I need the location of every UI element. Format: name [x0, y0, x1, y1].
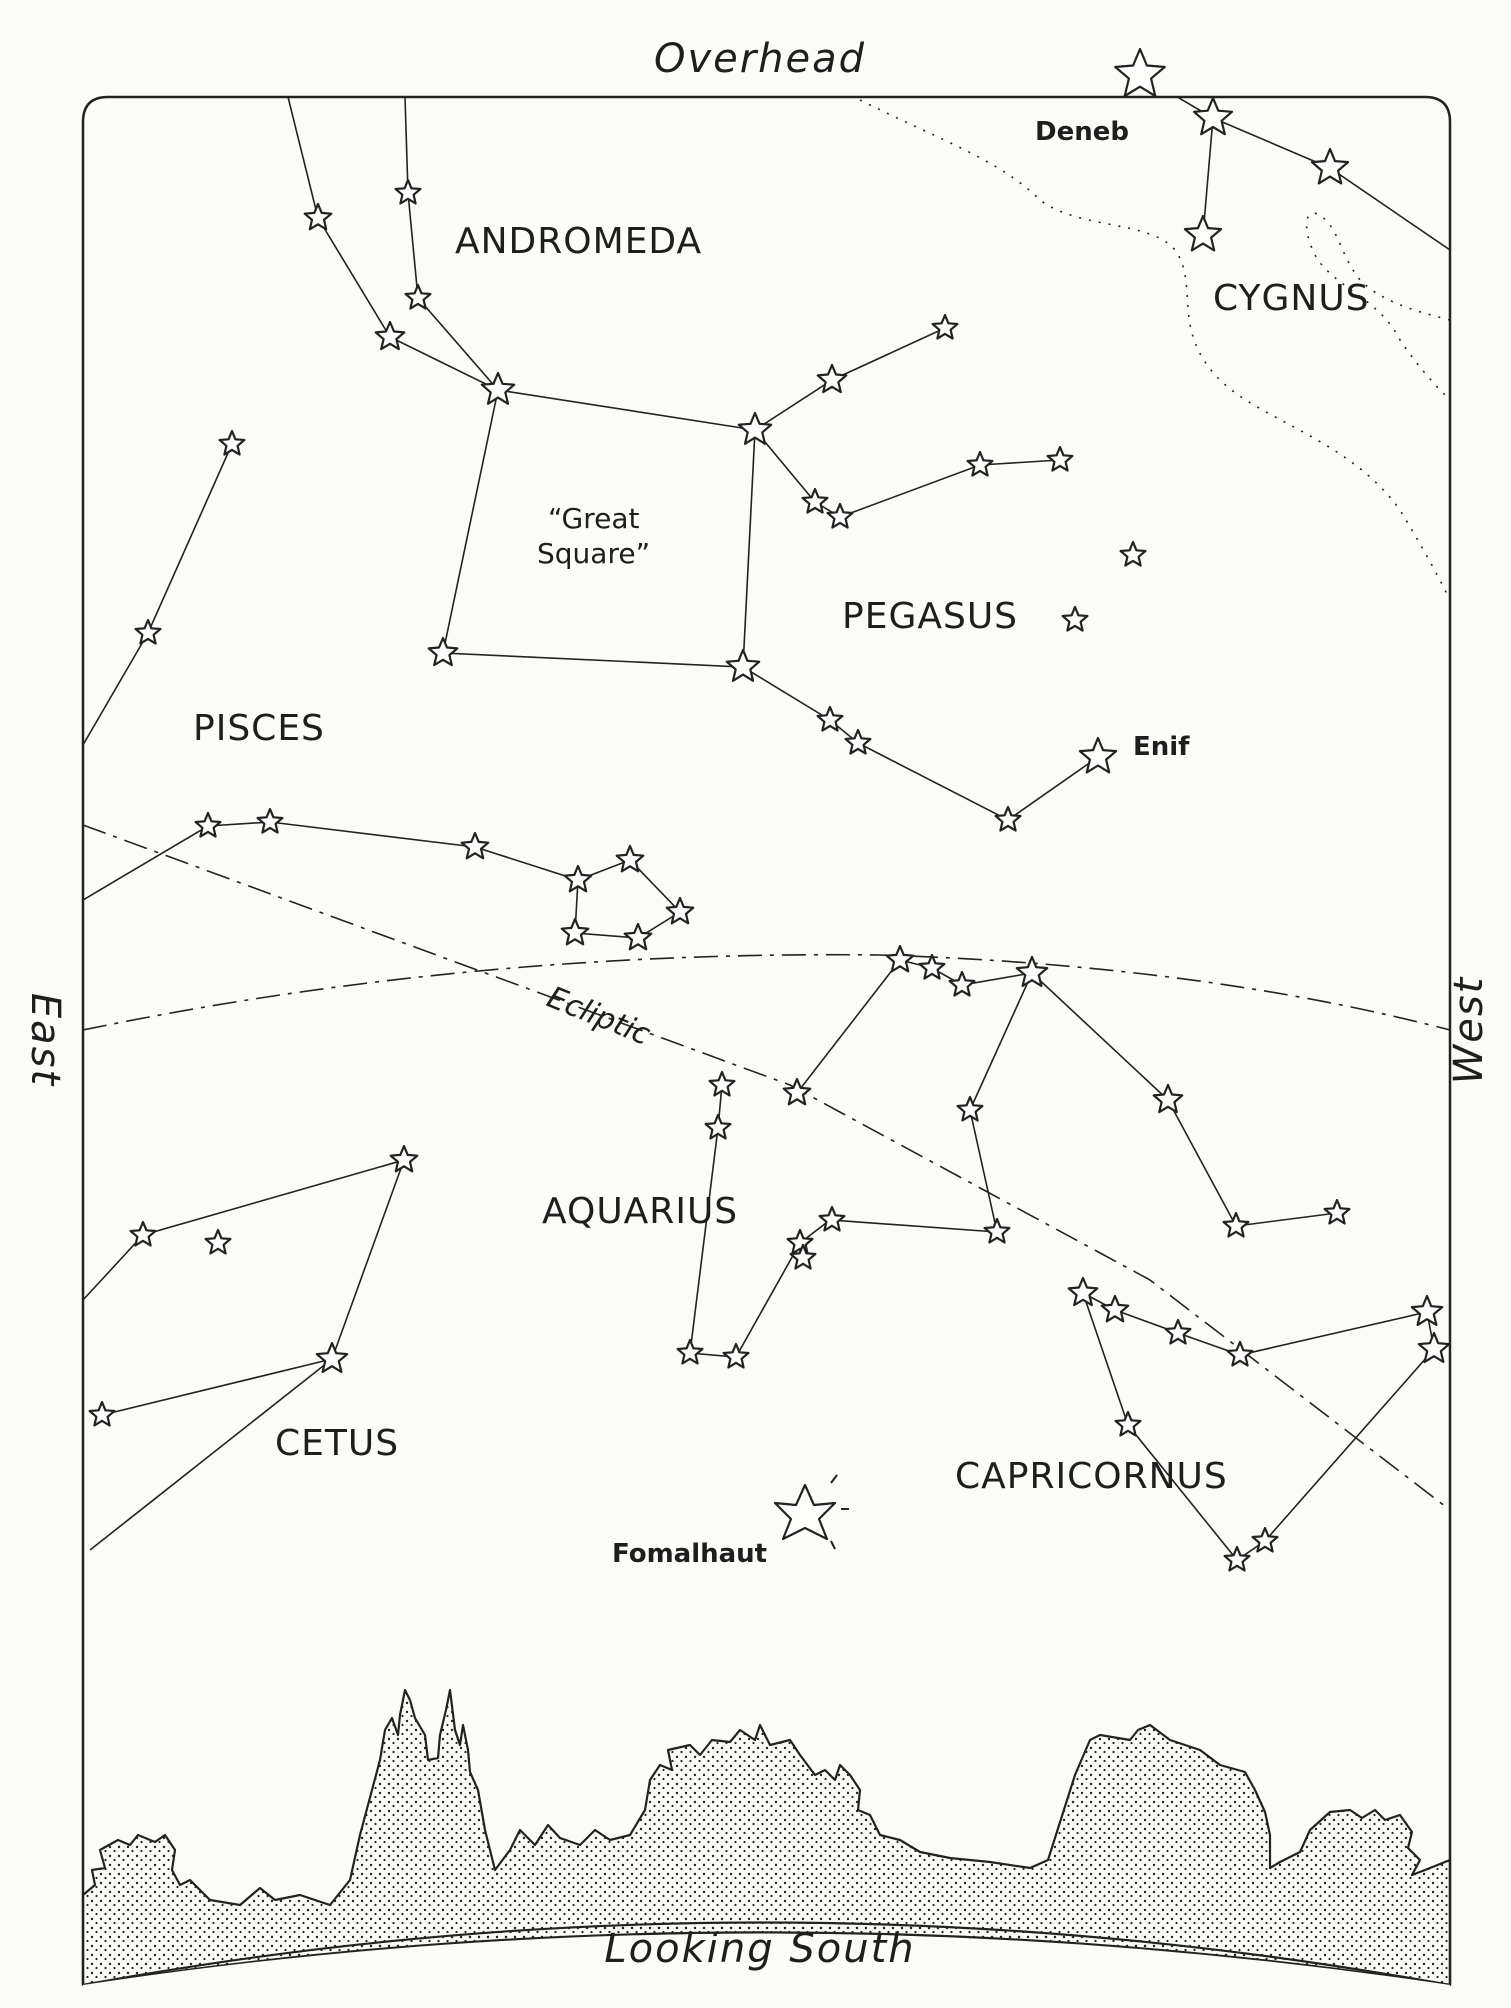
- star-icon: [956, 1095, 984, 1122]
- star-icon: [737, 411, 773, 445]
- star-icon: [1222, 1211, 1250, 1238]
- star-icon: [1417, 1331, 1451, 1364]
- star-icon: [563, 864, 593, 893]
- star-icon: [931, 313, 959, 340]
- star-icon: [389, 1144, 419, 1173]
- star-icon: [789, 1243, 817, 1270]
- constellation-label-capricornus: CAPRICORNUS: [955, 1456, 1228, 1497]
- star-icon: [704, 1113, 732, 1140]
- star-icon: [134, 618, 162, 645]
- fomalhaut-star-icon: [773, 1474, 849, 1550]
- star-icon: [994, 805, 1022, 832]
- star-icon: [818, 1205, 846, 1232]
- star-icon: [615, 844, 645, 873]
- star-icon: [1410, 1294, 1444, 1327]
- constellation-label-aquarius: AQUARIUS: [542, 1191, 738, 1232]
- star-icon: [374, 320, 406, 351]
- horizon-silhouette: [60, 1688, 1460, 2008]
- great-square-label-line1: “Great: [548, 502, 639, 535]
- star-icon: [218, 429, 246, 456]
- constellation-label-cetus: CETUS: [275, 1423, 399, 1464]
- star-icon: [725, 648, 761, 682]
- star-icon: [665, 896, 695, 925]
- star-icon: [204, 1228, 232, 1255]
- milky-way-boundary: [859, 99, 1450, 601]
- constellation-label-andromeda: ANDROMEDA: [455, 221, 702, 262]
- star-icon: [460, 831, 490, 860]
- star-icon: [1114, 1410, 1142, 1437]
- star-icon: [1114, 47, 1166, 98]
- star-icon: [1323, 1198, 1351, 1225]
- star-icon: [404, 283, 432, 310]
- ecliptic-label: Ecliptic: [542, 980, 655, 1053]
- constellation-label-pisces: PISCES: [193, 708, 325, 749]
- star-icon: [1310, 147, 1350, 185]
- star-icon: [676, 1338, 704, 1365]
- west-label: West: [1446, 976, 1492, 1085]
- star-icon: [722, 1342, 750, 1369]
- chart-frame: [81, 95, 1452, 1985]
- star-icon: [948, 970, 976, 997]
- star-icon: [1015, 955, 1049, 988]
- stars-layer: [88, 47, 1451, 1572]
- star-icon: [826, 502, 854, 529]
- star-label-fomalhaut: Fomalhaut: [612, 1539, 767, 1569]
- star-icon: [844, 728, 872, 755]
- star-icon: [1119, 540, 1147, 567]
- star-icon: [560, 917, 590, 946]
- star-icon: [315, 1341, 349, 1374]
- star-icon: [303, 202, 333, 231]
- star-icon: [1152, 1083, 1184, 1114]
- star-icon: [708, 1070, 736, 1097]
- star-icon: [256, 807, 284, 834]
- star-icon: [1164, 1318, 1192, 1345]
- star-icon: [1046, 445, 1074, 472]
- star-icon: [782, 1077, 812, 1106]
- star-icon: [1226, 1340, 1254, 1367]
- star-icon: [816, 363, 848, 394]
- star-icon: [983, 1217, 1011, 1244]
- star-label-deneb: Deneb: [1035, 117, 1129, 147]
- star-icon: [786, 1228, 814, 1255]
- star-icon: [885, 944, 915, 973]
- star-icon: [1183, 214, 1223, 252]
- star-icon: [1061, 605, 1089, 632]
- star-icon: [1100, 1294, 1130, 1323]
- star-icon: [1078, 736, 1118, 774]
- star-icon: [394, 178, 422, 205]
- star-icon: [623, 922, 653, 951]
- star-icon: [129, 1220, 157, 1247]
- constellation-label-pegasus: PEGASUS: [842, 596, 1018, 637]
- star-label-enif: Enif: [1133, 732, 1190, 762]
- star-icon: [801, 487, 829, 514]
- star-icon: [918, 953, 946, 980]
- great-square-label-line2: Square”: [537, 537, 650, 570]
- star-icon: [194, 811, 222, 838]
- east-label: East: [22, 993, 68, 1087]
- star-icon: [1251, 1526, 1279, 1553]
- star-icon: [816, 705, 844, 732]
- overhead-label: Overhead: [654, 36, 866, 82]
- milky-way-boundary: [1305, 212, 1450, 401]
- star-icon: [966, 450, 994, 477]
- star-icon: [1223, 1545, 1251, 1572]
- star-icon: [480, 371, 516, 405]
- celestial-equator: [83, 953, 1450, 1031]
- star-icon: [88, 1400, 116, 1427]
- ecliptic-line: [83, 824, 1450, 1511]
- star-icon: [1192, 96, 1234, 136]
- star-icon: [1067, 1276, 1099, 1307]
- looking-south-label: Looking South: [604, 1926, 915, 1972]
- constellation-label-cygnus: CYGNUS: [1213, 278, 1370, 319]
- star-icon: [427, 636, 459, 667]
